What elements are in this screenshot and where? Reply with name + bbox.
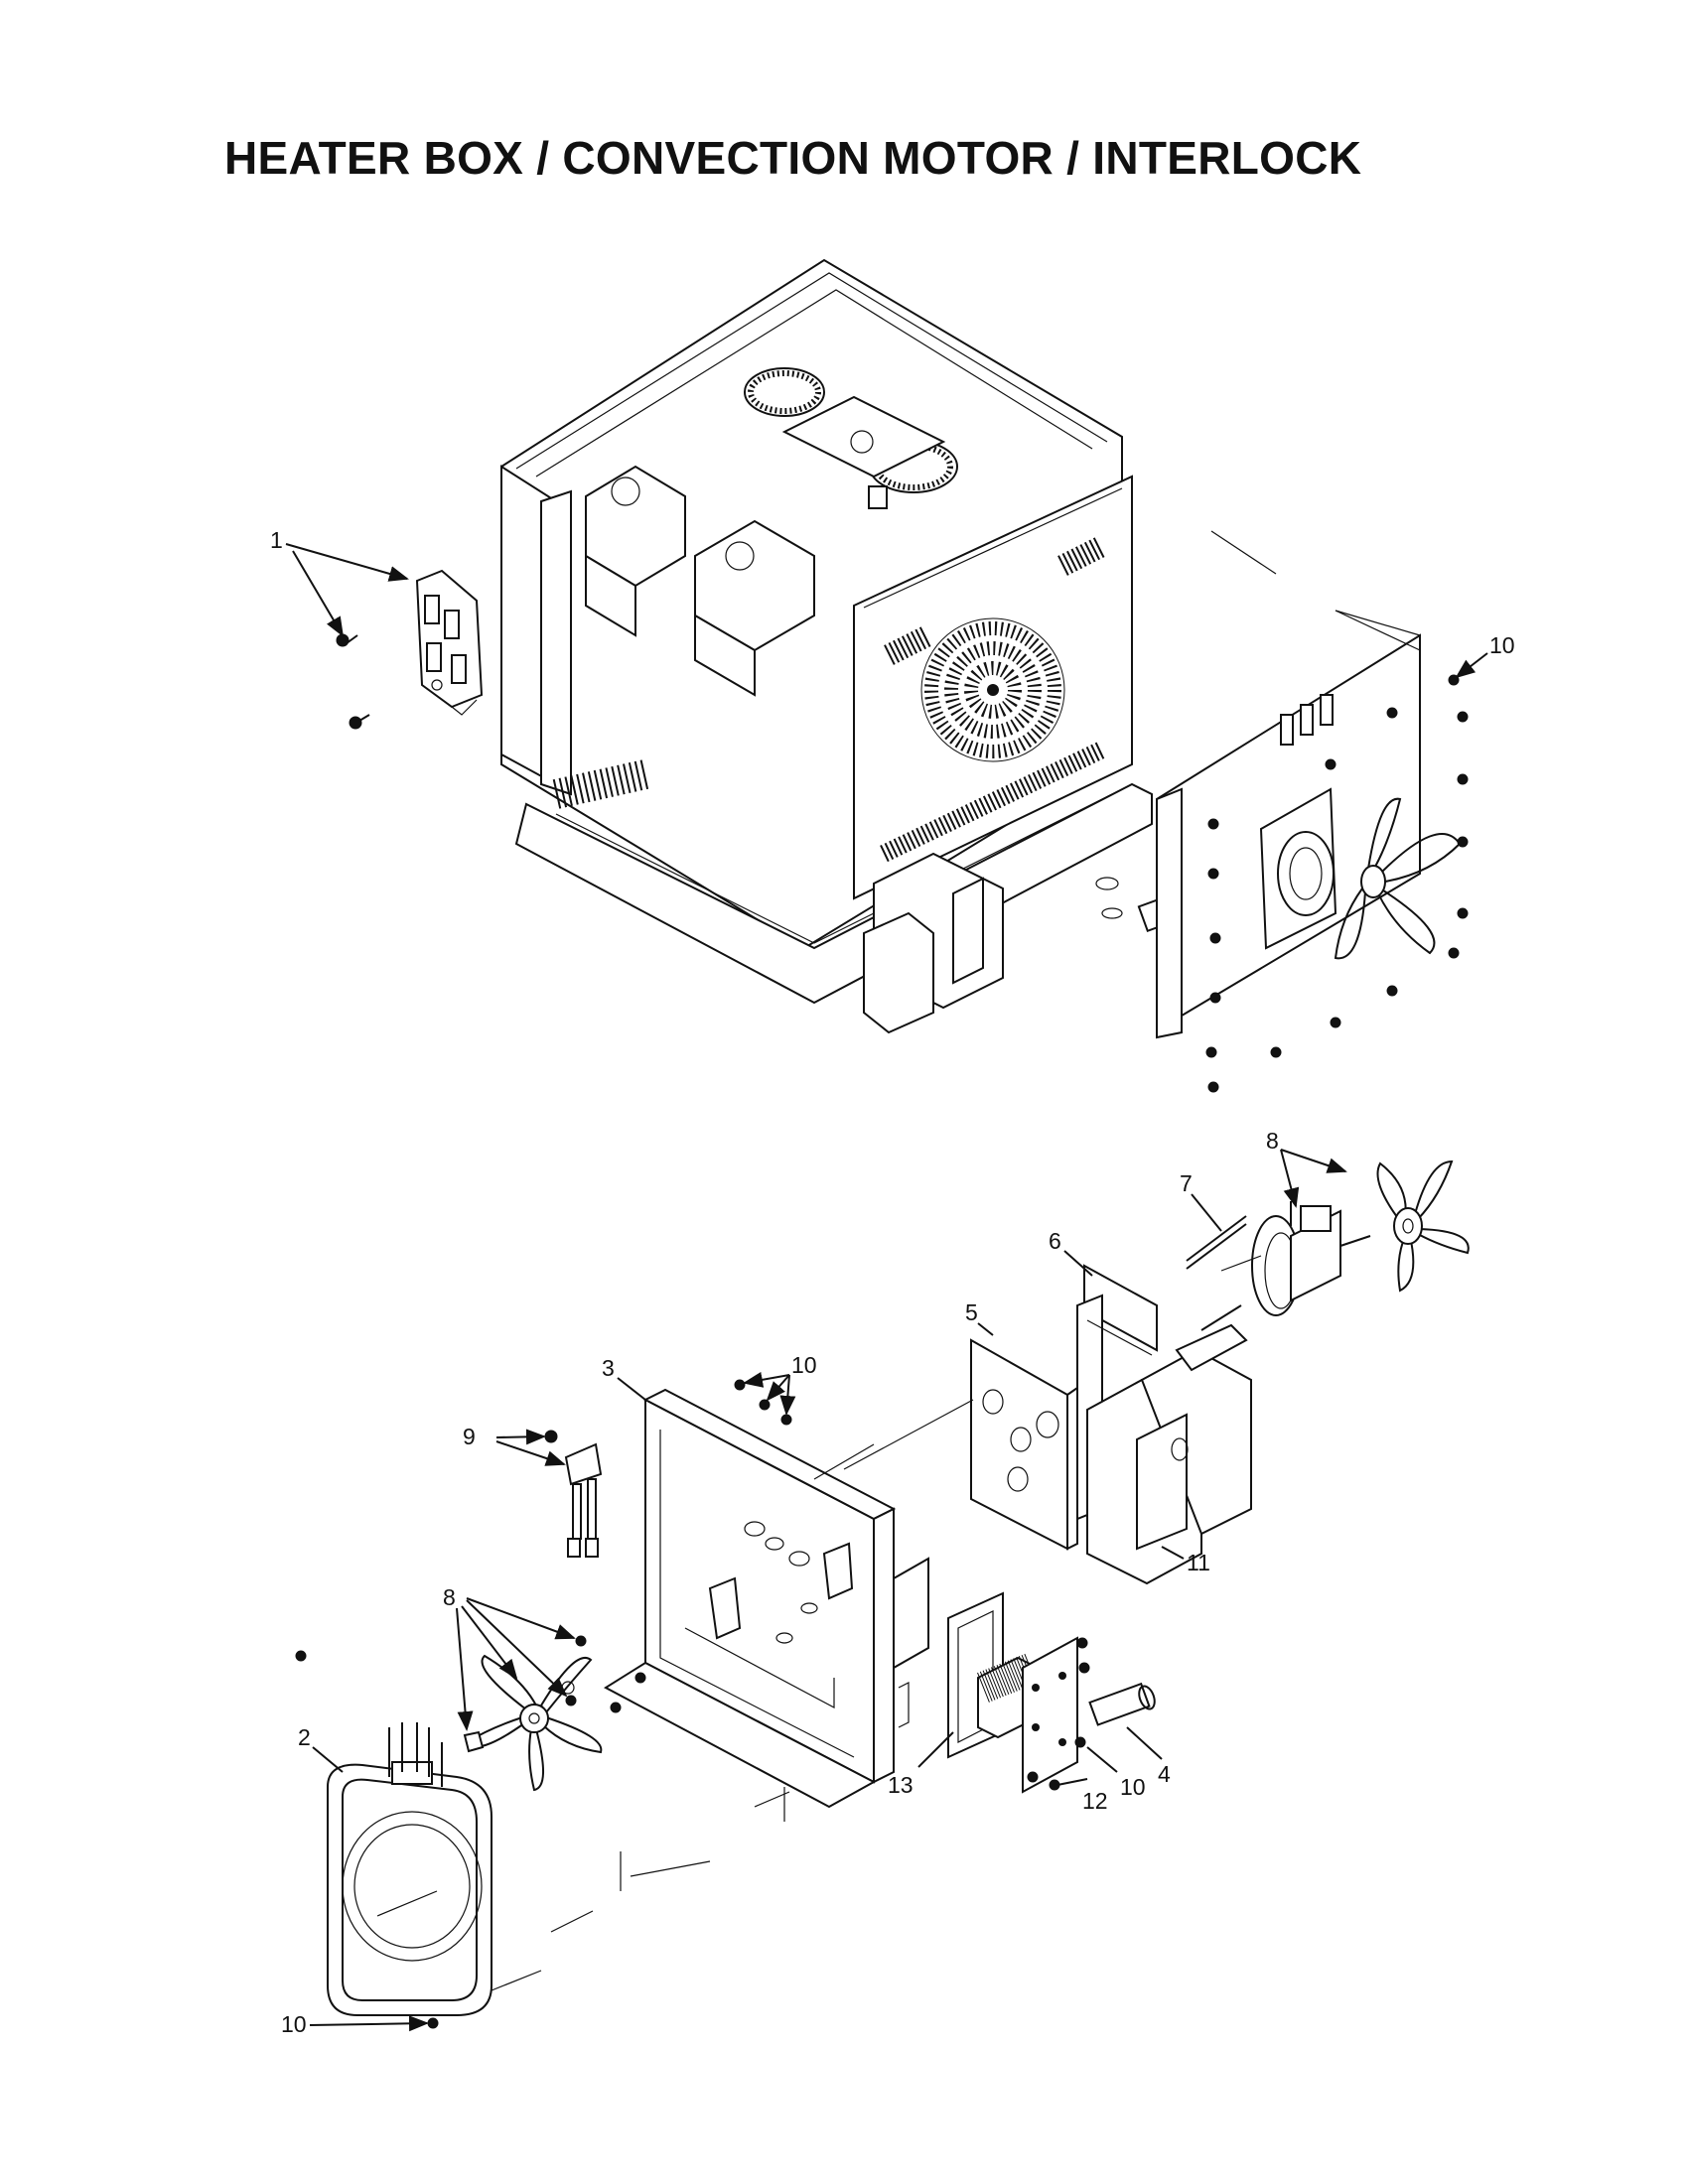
mount-bracket [1022,1636,1078,1794]
oven-cavity-assembly [500,258,1196,1034]
page-title: HEATER BOX / CONVECTION MOTOR / INTERLOC… [224,132,1362,184]
fan-blade-top [1376,1160,1470,1293]
callout-5: 5 [965,1299,978,1325]
convection-motor [1251,1201,1371,1316]
callout-8-top: 8 [1266,1128,1279,1154]
fan-nut [463,1730,485,1753]
fan-screws-left [561,1635,646,1713]
heater-box-frame [604,1388,929,1809]
callout-13: 13 [888,1772,914,1798]
interlock-actuator [564,1442,603,1558]
callout-3: 3 [602,1355,615,1381]
interlock-switch-assembly [415,569,484,716]
callout-labels: 1 10 8 7 6 5 3 10 9 11 8 2 4 10 12 13 10 [270,527,1515,2037]
convection-back-panel [1155,610,1462,1039]
callout-10-top: 10 [1489,632,1515,658]
actuator-screw [544,1430,558,1443]
callout-12: 12 [1082,1788,1108,1814]
interlock-screw-2 [349,714,370,730]
insulation-panel [970,1338,1078,1551]
element-screws [295,1650,439,2029]
callout-1: 1 [270,527,283,553]
stirrer-gear-1 [744,367,825,417]
top-frame-screws [734,1379,792,1426]
vent-circle [920,617,1065,762]
callout-4: 4 [1158,1761,1171,1787]
callout-2: 2 [298,1724,311,1750]
magnetron-left [585,465,686,637]
capacitor-bottom [1088,1682,1156,1726]
callout-10-low: 10 [1120,1774,1146,1800]
callout-11: 11 [1187,1550,1210,1575]
bracket-screws [1027,1637,1090,1791]
interlock-screw-1 [336,633,358,647]
callout-8-left: 8 [443,1584,456,1610]
vent-grid [880,536,1107,863]
fan-blade-left [465,1654,603,1792]
panel-screws-top [1205,674,1469,1093]
callout-10-bottom: 10 [281,2011,307,2037]
callout-leaders [285,543,1488,2032]
transformer [863,852,1004,1034]
callout-6: 6 [1049,1228,1061,1254]
callout-7: 7 [1180,1170,1193,1196]
motor-shroud [1086,1323,1252,1585]
shaft-pin [1186,1215,1247,1331]
magnetron-right [694,519,815,697]
callout-10-mid: 10 [791,1352,817,1378]
callout-9: 9 [463,1424,476,1449]
heating-element [327,1722,492,2016]
